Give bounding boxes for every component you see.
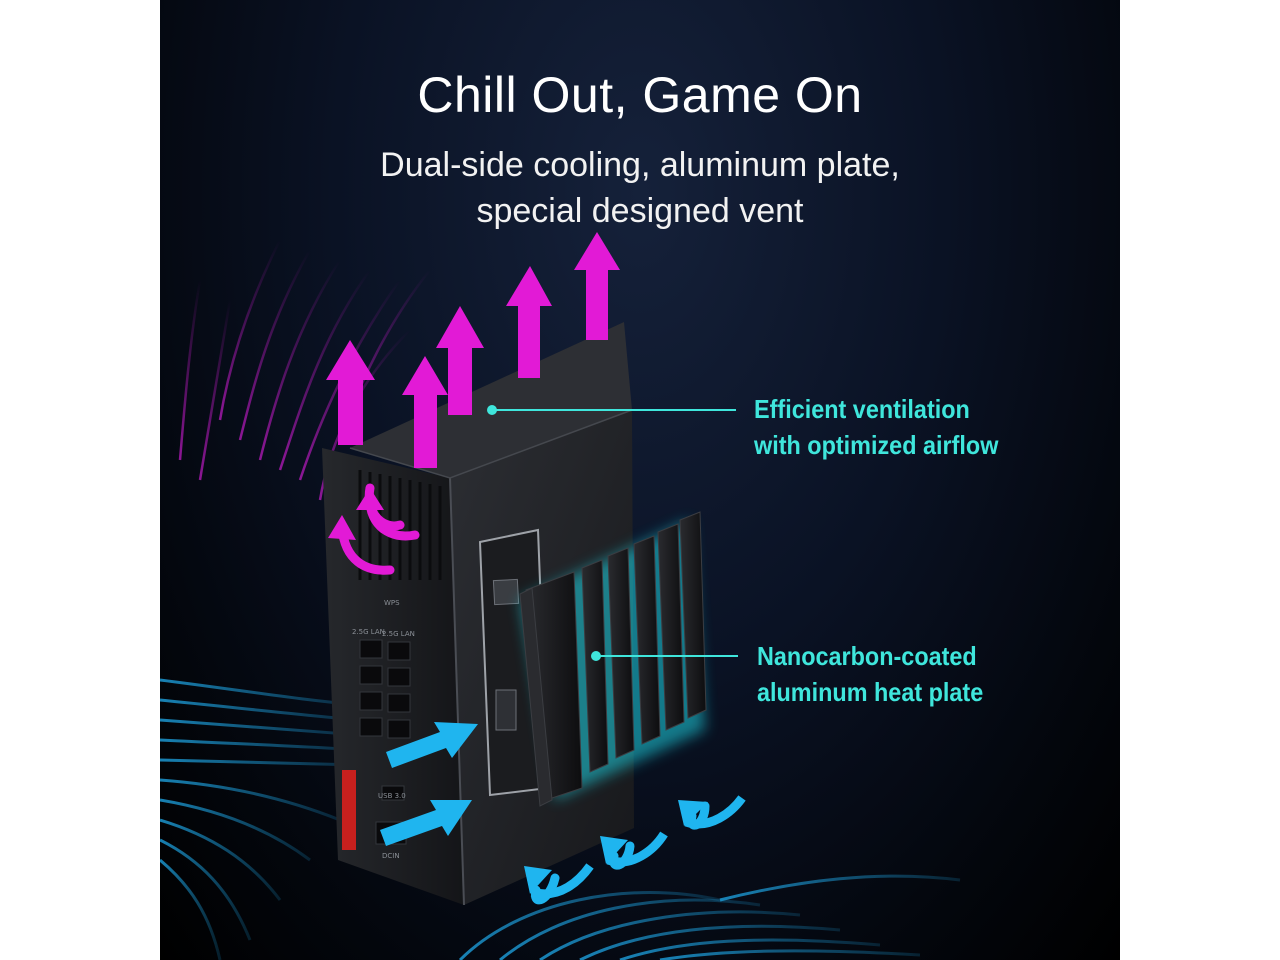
hot-air-arrow-3 xyxy=(436,306,484,415)
product-image-panel: WPS 2.5G LAN 2.5G LAN USB 3.0 DCIN xyxy=(160,0,1120,960)
dcin-label: DCIN xyxy=(382,852,400,860)
cool-curl-heads xyxy=(524,795,746,899)
heat-fin-1 xyxy=(679,511,707,719)
cool-air-arrow-2 xyxy=(380,800,472,846)
ventilation-callout-line-2: with optimized airflow xyxy=(754,430,999,460)
hot-air-arrow-5 xyxy=(574,232,620,340)
subtitle-line-1: Dual-side cooling, aluminum plate, xyxy=(380,146,900,184)
hot-air-arrow-4 xyxy=(506,266,552,378)
hot-air-arrow-2 xyxy=(402,356,448,468)
heat-plate-callout-line-2: aluminum heat plate xyxy=(757,677,984,707)
subtitle-line-2: special designed vent xyxy=(476,192,804,230)
lan-label-a: 2.5G LAN xyxy=(352,628,385,636)
usb-label: USB 3.0 xyxy=(378,792,406,800)
hot-air-arrows xyxy=(326,232,620,468)
headline-subtitle: Dual-side cooling, aluminum plate, speci… xyxy=(160,142,1120,234)
heat-plate-leader-dot xyxy=(591,651,601,661)
heat-sink xyxy=(519,511,707,807)
wps-label: WPS xyxy=(384,599,400,607)
ventilation-callout: Efficient ventilation with optimized air… xyxy=(754,391,998,463)
heat-fin-4 xyxy=(607,547,635,759)
cool-airflow-streaks xyxy=(160,678,961,960)
lan-label-b: 2.5G LAN xyxy=(382,630,415,638)
lan-port-block xyxy=(359,639,411,845)
heat-fin-5 xyxy=(581,559,609,773)
heat-plate-callout: Nanocarbon-coated aluminum heat plate xyxy=(757,638,983,710)
heat-fin-3 xyxy=(633,535,661,745)
heat-plate-callout-line-1: Nanocarbon-coated xyxy=(757,641,977,671)
ventilation-callout-line-1: Efficient ventilation xyxy=(754,394,970,424)
ventilation-leader-dot xyxy=(487,405,497,415)
hot-air-arrow-1 xyxy=(326,340,375,445)
cool-air-arrows xyxy=(380,722,478,846)
red-accent-strip xyxy=(342,770,356,850)
cool-air-arrow-1 xyxy=(386,722,478,768)
heat-fin-2 xyxy=(657,523,685,731)
headline-title: Chill Out, Game On xyxy=(417,67,863,123)
callout-leader-lines xyxy=(487,405,738,661)
router-cooling-illustration: WPS 2.5G LAN 2.5G LAN USB 3.0 DCIN xyxy=(160,232,961,960)
